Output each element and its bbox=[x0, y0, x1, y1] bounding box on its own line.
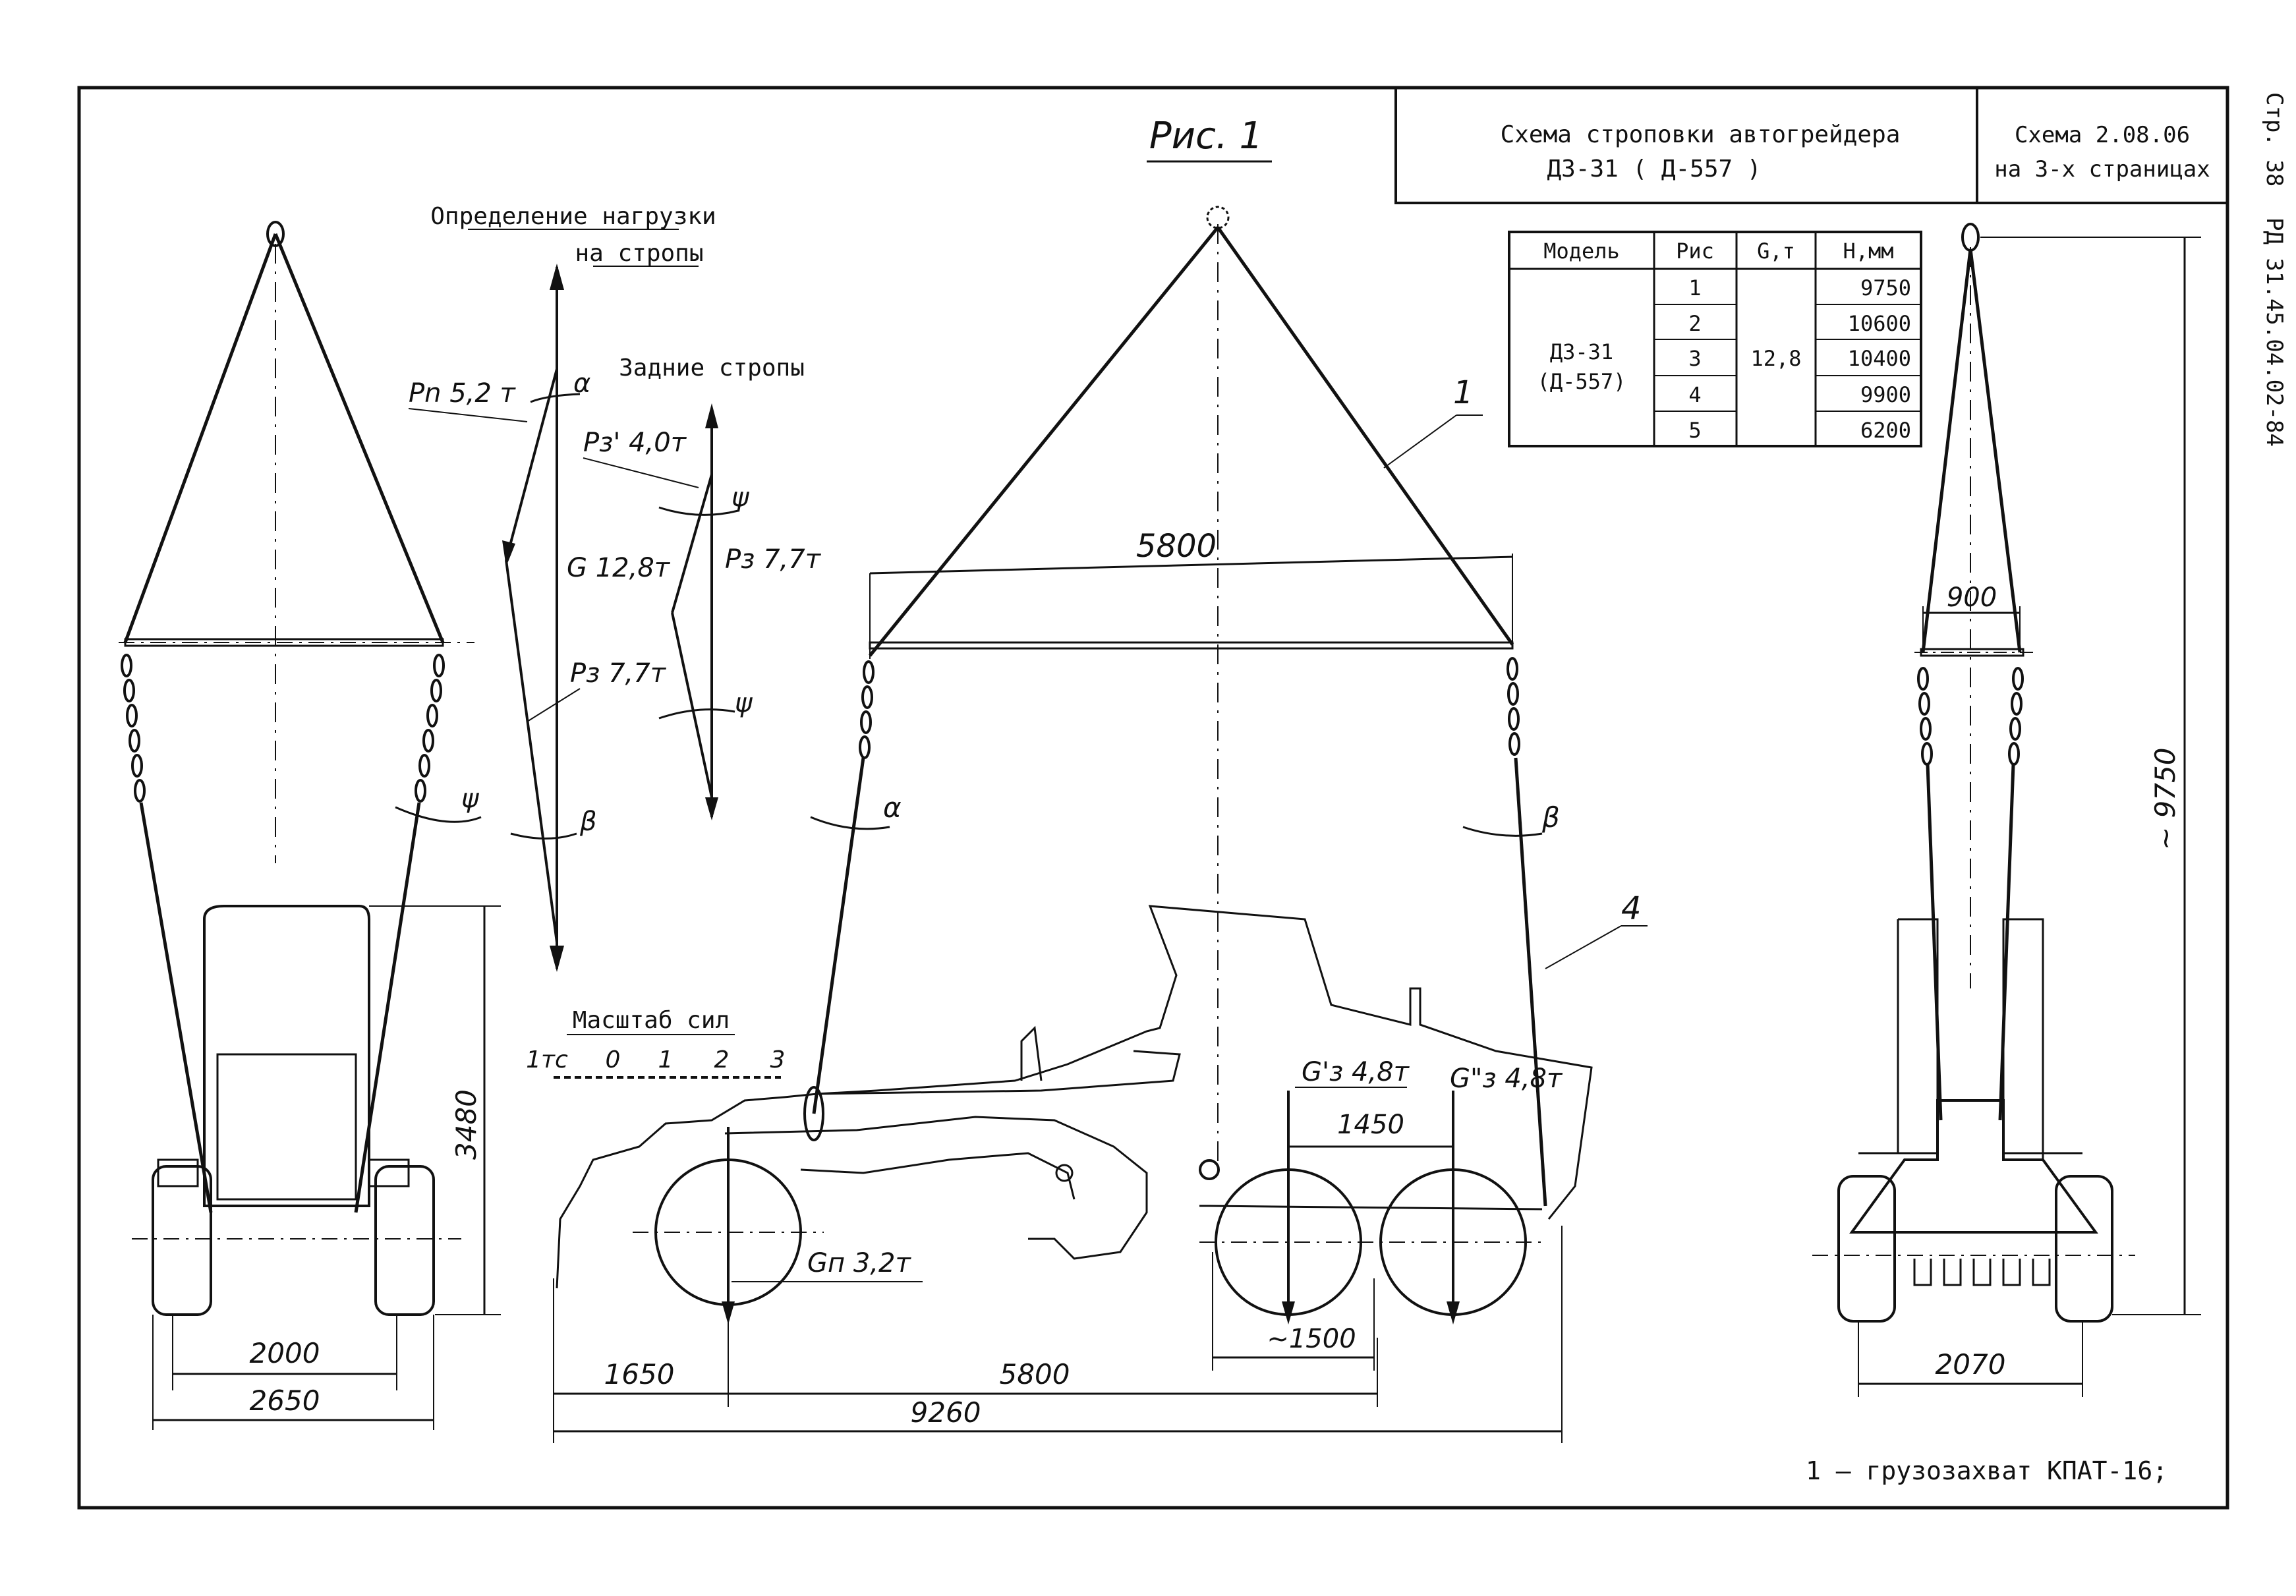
table-header-model: Модель bbox=[1543, 239, 1620, 264]
side-alpha: α bbox=[883, 791, 902, 824]
side-beta: β bbox=[1541, 801, 1560, 834]
front-dim-2000: 2000 bbox=[250, 1337, 320, 1369]
force-beta: β bbox=[579, 807, 597, 837]
front-dim-2650: 2650 bbox=[250, 1384, 320, 1417]
side-dim-1500: ~1500 bbox=[1267, 1324, 1356, 1354]
force-pz: Pз 7,7т bbox=[570, 658, 667, 689]
rear-dim-2070: 2070 bbox=[1936, 1348, 2006, 1381]
force-pz-rear: Pз 7,7т bbox=[725, 544, 822, 575]
title-line-2: ДЗ-31 ( Д-557 ) bbox=[1547, 156, 1761, 183]
side-dim-5800-top: 5800 bbox=[1136, 528, 1217, 565]
side-dim-1450: 1450 bbox=[1337, 1110, 1404, 1140]
front-psi-label: ψ bbox=[461, 784, 480, 814]
table-fig-1: 1 bbox=[1688, 275, 1701, 300]
table-header-weight: G,т bbox=[1757, 239, 1795, 264]
drawing-frame bbox=[77, 86, 2229, 1510]
scale-title: Масштаб сил bbox=[573, 1007, 730, 1034]
rear-view: 900 ~ 9750 2070 bbox=[1812, 223, 2201, 1397]
side-view: 5800 1 α β 4 bbox=[553, 206, 1648, 1443]
table-fig-2: 2 bbox=[1688, 311, 1701, 336]
table-fig-5: 5 bbox=[1688, 418, 1701, 443]
table-model: ДЗ-31 bbox=[1550, 339, 1613, 364]
force-scale: Масштаб сил 1тс 0 1 2 3 bbox=[526, 1007, 786, 1079]
side-label-1: 1 bbox=[1453, 374, 1474, 411]
table-h-4: 9900 bbox=[1860, 382, 1911, 407]
force-psi-bottom: ψ bbox=[735, 688, 753, 718]
scale-label-3: 3 bbox=[770, 1046, 786, 1073]
front-view: ψ 3480 2000 2650 bbox=[119, 221, 501, 1430]
scale-label-2: 2 bbox=[714, 1046, 730, 1073]
table-model-alt: (Д-557) bbox=[1537, 369, 1626, 394]
force-diagram: Определение нагрузки на стропы α β Pn 5,… bbox=[408, 203, 822, 972]
table-h-2: 10600 bbox=[1848, 311, 1911, 336]
rear-slings-title: Задние стропы bbox=[619, 355, 805, 382]
force-title-2: на стропы bbox=[575, 240, 703, 267]
side-gz-dprime: G"з 4,8т bbox=[1450, 1064, 1563, 1094]
scheme-number: Схема 2.08.06 bbox=[2015, 122, 2190, 148]
force-title-1: Определение нагрузки bbox=[430, 203, 716, 230]
page-number: Стр. 38 bbox=[2261, 92, 2287, 186]
side-gn: Gп 3,2т bbox=[807, 1248, 911, 1278]
scale-label-unit: 1тс bbox=[526, 1046, 568, 1073]
title-block: Схема строповки автогрейдера ДЗ-31 ( Д-5… bbox=[1394, 86, 2229, 204]
scale-label-0: 0 bbox=[606, 1046, 621, 1073]
force-psi-top: ψ bbox=[732, 482, 750, 513]
table-header-fig: Рис bbox=[1676, 239, 1714, 264]
table-weight: 12,8 bbox=[1750, 346, 1801, 371]
side-dim-9260: 9260 bbox=[911, 1396, 981, 1429]
table-h-1: 9750 bbox=[1860, 275, 1911, 300]
title-line-1: Схема строповки автогрейдера bbox=[1501, 121, 1901, 148]
document-code: РД 31.45.04.02-84 bbox=[2261, 217, 2287, 447]
table-h-5: 6200 bbox=[1860, 418, 1911, 443]
side-label-4: 4 bbox=[1621, 890, 1642, 927]
side-dim-1650: 1650 bbox=[604, 1358, 675, 1390]
force-pz-prime: Pз' 4,0т bbox=[583, 428, 687, 458]
table-fig-4: 4 bbox=[1688, 382, 1701, 407]
scheme-pages: на 3-х страницах bbox=[1994, 156, 2210, 183]
table-h-3: 10400 bbox=[1848, 346, 1911, 371]
side-dim-5800-bottom: 5800 bbox=[1000, 1358, 1070, 1390]
side-gz-prime: G'з 4,8т bbox=[1302, 1057, 1410, 1087]
table-fig-3: 3 bbox=[1688, 346, 1701, 371]
force-alpha: α bbox=[573, 368, 590, 399]
rear-dim-900: 900 bbox=[1947, 583, 1997, 613]
scale-label-1: 1 bbox=[658, 1046, 674, 1073]
force-pn: Pn 5,2 т bbox=[409, 378, 517, 409]
table-header-height: Н,мм bbox=[1843, 239, 1893, 264]
legend-note: 1 – грузозахват КПАТ-16; bbox=[1806, 1456, 2167, 1485]
force-g: G 12,8т bbox=[567, 553, 671, 583]
figure-label: Рис. 1 bbox=[1149, 115, 1263, 157]
rear-dim-9750: ~ 9750 bbox=[2149, 748, 2181, 850]
model-table: Модель Рис G,т Н,мм ДЗ-31 (Д-557) 12,8 1… bbox=[1508, 231, 1922, 447]
front-dim-height: 3480 bbox=[450, 1089, 482, 1160]
